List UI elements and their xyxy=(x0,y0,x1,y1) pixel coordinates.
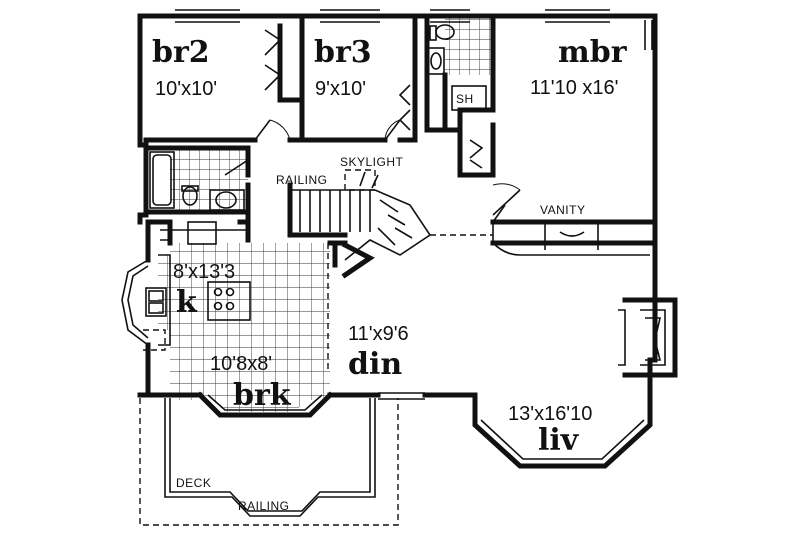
vanity-label: VANITY xyxy=(540,203,585,217)
dining-name: din xyxy=(348,347,402,382)
stair-railing-label: RAILING xyxy=(276,173,328,187)
shower-label: SH xyxy=(456,92,474,106)
living-dim: 13'x16'10 xyxy=(508,403,592,425)
br3-name: br3 xyxy=(314,35,372,70)
breakfast-name: brk xyxy=(233,378,292,413)
mbr-name: mbr xyxy=(558,35,628,70)
dining-dim: 11'x9'6 xyxy=(348,323,409,345)
kitchen-name: k xyxy=(176,285,198,320)
exterior-walls xyxy=(121,13,658,469)
mbr-dim: 11'10 x16' xyxy=(530,77,618,99)
br2-dim: 10'x10' xyxy=(155,78,217,100)
kitchen-tile-floor xyxy=(158,243,330,412)
master-bath-tile-floor xyxy=(445,17,493,75)
deck-railing-label: RAILING xyxy=(238,499,290,513)
staircase xyxy=(287,169,493,279)
room-labels: br2 10'x10' br3 9'x10' mbr 11'10 x16' 8'… xyxy=(152,35,628,458)
fireplace xyxy=(618,297,678,378)
kitchen-dim: 8'x13'3 xyxy=(173,261,235,283)
br2-name: br2 xyxy=(152,35,210,70)
deck-label: DECK xyxy=(176,476,211,490)
skylight-label: SKYLIGHT xyxy=(340,155,404,169)
top-windows xyxy=(175,9,610,23)
annotation-labels: SKYLIGHT RAILING VANITY SH DECK RAILING xyxy=(176,92,585,513)
br3-dim: 9'x10' xyxy=(315,78,366,100)
breakfast-dim: 10'8x8' xyxy=(210,353,272,375)
interior-walls xyxy=(143,13,653,370)
living-name: liv xyxy=(538,423,580,458)
deck xyxy=(139,398,399,526)
